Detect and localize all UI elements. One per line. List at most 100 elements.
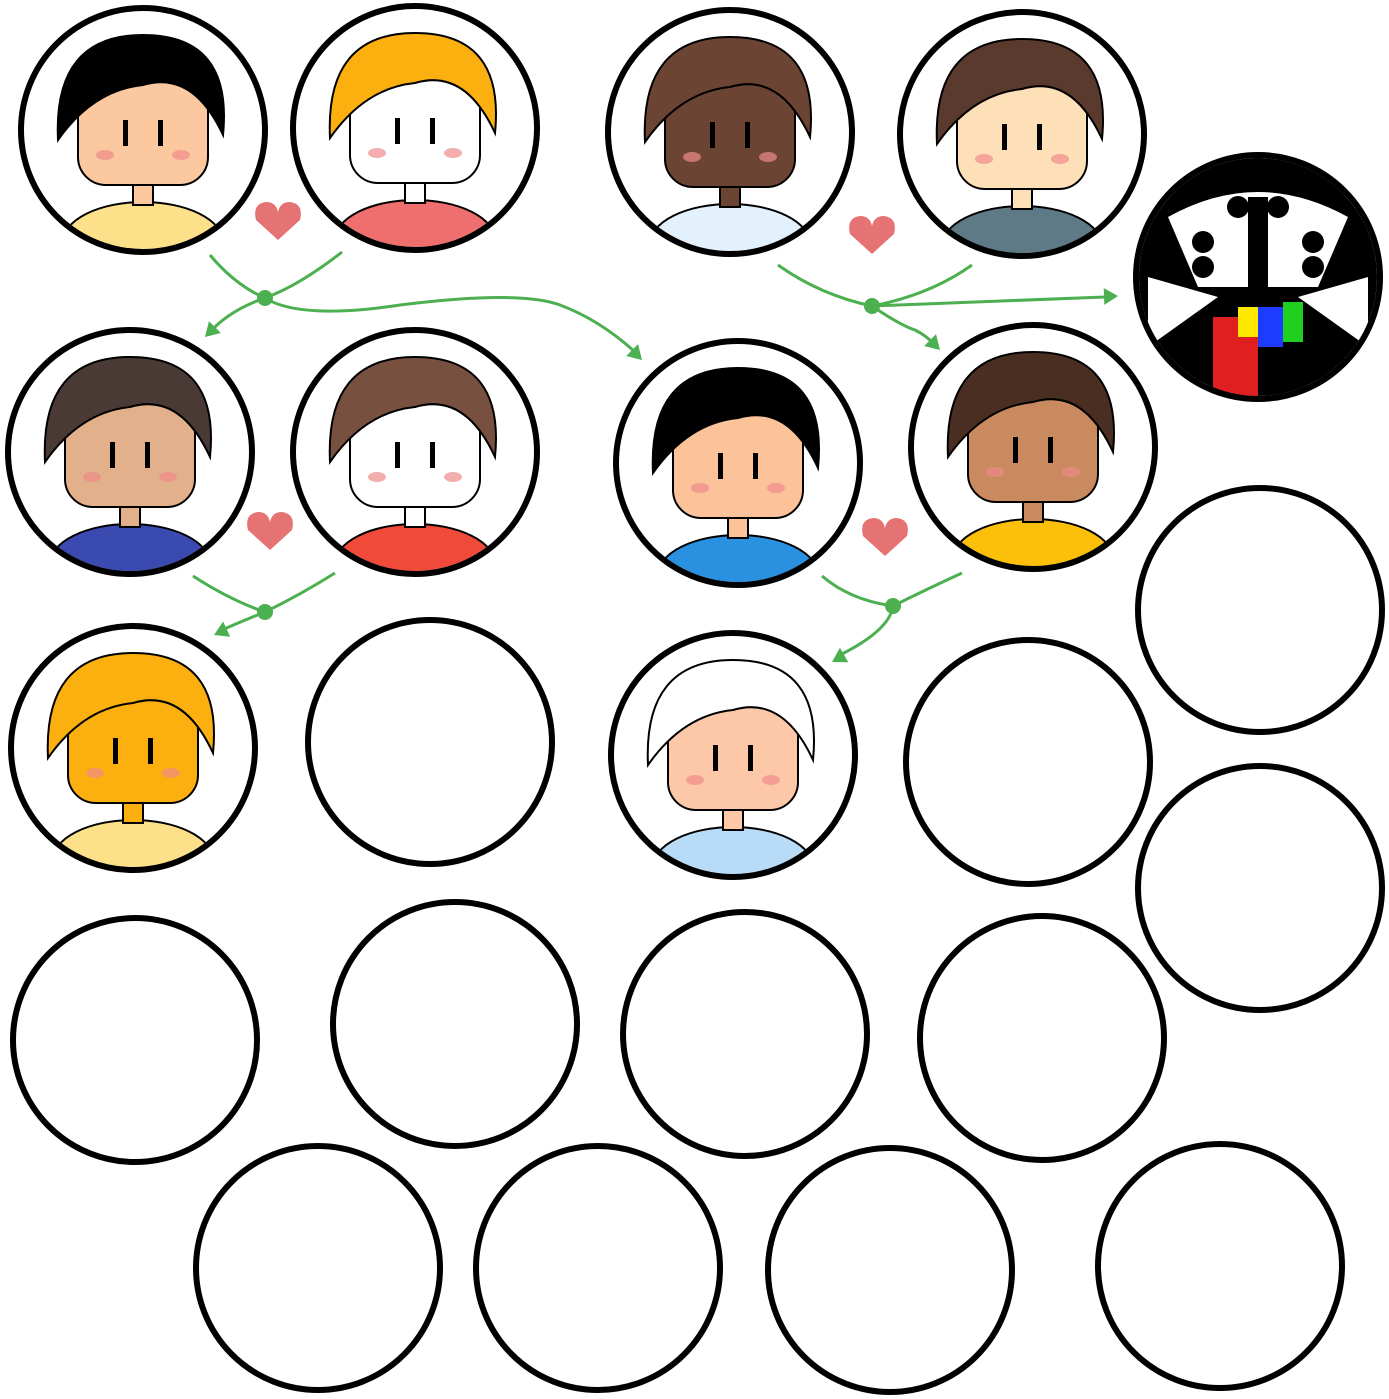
- hearts: [247, 202, 908, 556]
- mask-dot: [1302, 256, 1324, 278]
- shirt: [334, 523, 496, 571]
- arrow-head-icon: [205, 321, 221, 337]
- arrow-head-icon: [924, 334, 940, 350]
- empty-portrait-slot: [903, 637, 1153, 887]
- portrait-frame: [605, 7, 855, 257]
- empty-portrait-slot: [1095, 1141, 1345, 1391]
- eye-left: [710, 122, 715, 148]
- arrow-head-icon: [214, 621, 231, 637]
- heart-icon: [247, 512, 293, 550]
- mask-fangs: [1148, 277, 1368, 347]
- mask-dot: [1192, 256, 1214, 278]
- hair: [651, 366, 820, 476]
- portrait-frame: [1133, 152, 1383, 402]
- mask-dot: [1302, 231, 1324, 253]
- shirt: [334, 199, 496, 247]
- mask-dot: [1192, 231, 1214, 253]
- shirt: [49, 523, 211, 571]
- hair: [935, 37, 1104, 147]
- body-green: [1283, 302, 1303, 342]
- portrait-brown-bunny: [605, 7, 855, 257]
- hair: [46, 651, 215, 761]
- portrait-pigtails-brown-hair: [908, 322, 1158, 572]
- empty-portrait-slot: [1135, 485, 1385, 735]
- portrait-glasses-black-hair: [18, 5, 268, 255]
- blush: [975, 154, 993, 164]
- portrait-frame: [5, 327, 255, 577]
- shirt: [952, 518, 1114, 566]
- hair: [646, 658, 815, 768]
- shirt: [52, 819, 214, 867]
- blush: [444, 472, 462, 482]
- blush: [96, 150, 114, 160]
- hair: [643, 35, 812, 145]
- connection-line: [264, 571, 336, 614]
- eye-right: [158, 120, 163, 146]
- eye-left: [123, 120, 128, 146]
- empty-portrait-slot: [620, 909, 870, 1159]
- connection-lines: [192, 250, 1118, 663]
- portrait-slots: [5, 3, 1385, 1395]
- blush: [759, 152, 777, 162]
- portrait-frame: [908, 322, 1158, 572]
- blush: [86, 768, 104, 778]
- empty-portrait-slot: [305, 617, 555, 867]
- shirt: [657, 534, 819, 582]
- blush: [986, 467, 1004, 477]
- connection-line: [839, 605, 895, 657]
- eye-left: [713, 745, 718, 771]
- empty-portrait-slot: [765, 1145, 1015, 1395]
- eye-left: [110, 442, 115, 468]
- blush: [683, 152, 701, 162]
- portrait-orange-creature: [8, 623, 258, 873]
- empty-portrait-slot: [10, 915, 260, 1165]
- blush: [762, 775, 780, 785]
- eye-right: [1037, 124, 1042, 150]
- eye-left: [1013, 437, 1018, 463]
- empty-portrait-slot: [330, 899, 580, 1149]
- blush: [1051, 154, 1069, 164]
- portrait-frame: [608, 630, 858, 880]
- connection-line: [892, 571, 963, 608]
- mask-dot: [1267, 196, 1289, 218]
- heart-icon: [849, 216, 895, 254]
- eye-right: [748, 745, 753, 771]
- shirt: [652, 826, 814, 874]
- connection-line: [821, 574, 894, 608]
- heart-icon: [255, 202, 301, 240]
- connection-node: [257, 604, 273, 620]
- heart-icon: [862, 518, 908, 556]
- shirt: [941, 205, 1103, 253]
- blush: [368, 472, 386, 482]
- mask-stripe: [1248, 197, 1268, 292]
- blush: [159, 472, 177, 482]
- portrait-masked-figure: [1133, 152, 1383, 402]
- blush: [686, 775, 704, 785]
- shirt: [62, 201, 224, 249]
- blush: [1062, 467, 1080, 477]
- blush: [691, 483, 709, 493]
- connection-line: [777, 263, 873, 308]
- portrait-frame: [18, 5, 268, 255]
- portrait-long-black-hair: [613, 338, 863, 588]
- portrait-curly-brown-hair: [897, 9, 1147, 259]
- empty-portrait-slot: [193, 1143, 443, 1393]
- blush: [83, 472, 101, 482]
- hair: [946, 350, 1115, 460]
- body-blue: [1258, 307, 1283, 347]
- eye-left: [718, 453, 723, 479]
- portrait-frame: [613, 338, 863, 588]
- hair: [56, 33, 225, 143]
- hair: [328, 31, 497, 141]
- body-yellow: [1238, 307, 1258, 337]
- arrow-head-icon: [626, 344, 642, 360]
- hair: [43, 355, 212, 465]
- arrow-head-icon: [1103, 288, 1118, 305]
- connection-line: [264, 296, 637, 354]
- blush: [444, 148, 462, 158]
- portrait-frame: [290, 3, 540, 253]
- portrait-white-face-brown-hair: [290, 327, 540, 577]
- eye-left: [1002, 124, 1007, 150]
- eye-right: [1048, 437, 1053, 463]
- portrait-fox-orange-hair: [290, 3, 540, 253]
